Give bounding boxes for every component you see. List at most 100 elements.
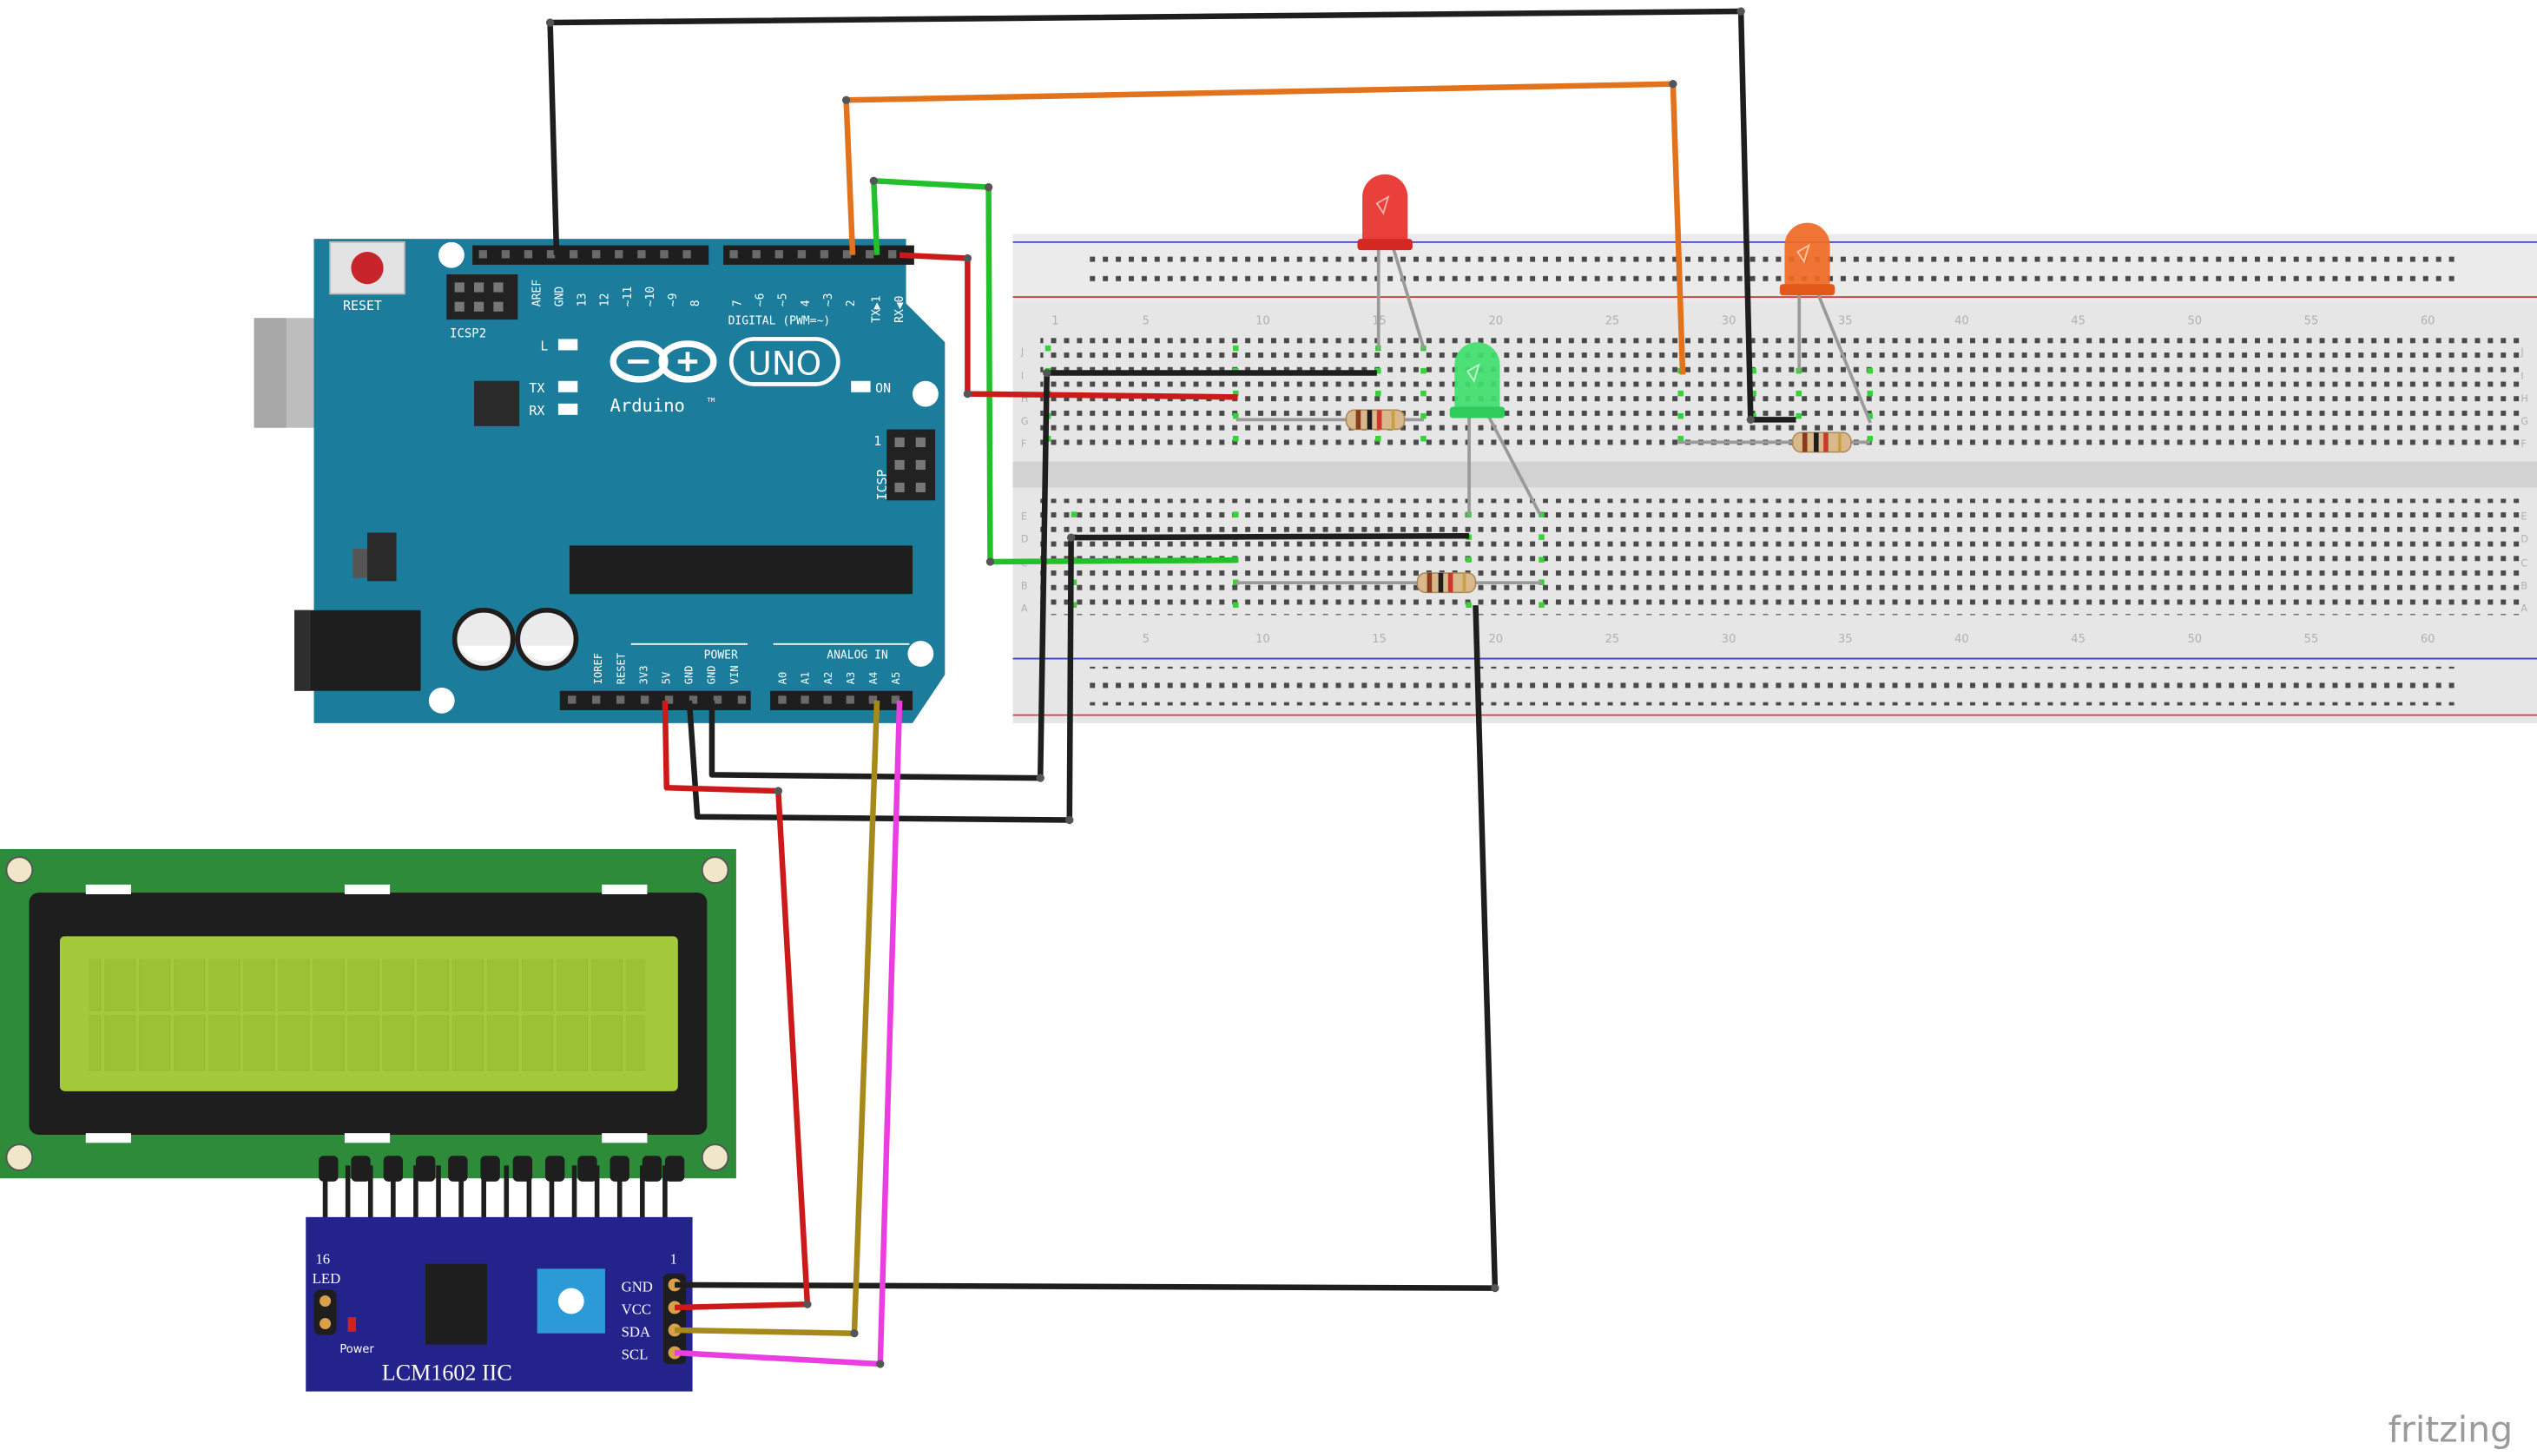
pin-label: A1 [800,672,812,685]
row-letter: H [1021,393,1028,405]
board-led-l-label: L [540,338,548,353]
arduino-uno: RESET ICSP2 1 ICSP L [254,239,946,723]
mount-hole [428,688,455,714]
module-title: LCM1602 IIC [382,1360,512,1386]
pin-label: ~3 [822,293,835,307]
wire-orange-pin2 [843,81,1686,375]
col-num: 40 [1954,315,1969,328]
wire-red-pin0 [899,252,1238,400]
pin-label: GND [683,665,695,684]
power-led-label: Power [339,1343,374,1356]
col-num: 10 [1255,633,1270,646]
resistor-3 [1416,572,1477,594]
pin-label: GND [706,665,718,684]
atmega-chip [569,545,913,595]
col-num: 10 [1255,315,1270,328]
lcd-16x2 [0,848,736,1182]
power-header [559,690,751,711]
arduino-board [313,239,946,723]
trademark: TM [707,396,715,404]
col-num: 30 [1722,315,1736,328]
pin-label: AREF [530,280,544,306]
pin-label: 3V3 [637,665,649,684]
pin-scl-label: SCL [622,1346,649,1362]
col-num: 1 [1051,315,1058,328]
board-led-rx [557,403,578,415]
icsp-label: ICSP [874,470,890,501]
col-num: 20 [1488,633,1503,646]
pin-label: RESET [615,653,627,684]
mount-hole [5,1143,34,1171]
mount-hole [701,1143,729,1171]
breadboard: 1 5 10 15 20 25 30 35 40 45 50 55 60 5 1… [1012,234,2537,723]
pin-label: ~10 [644,287,657,306]
row-letter: I [2521,371,2523,382]
wire-bendpoints [545,7,1755,1368]
pin-label: RX◀0 [893,296,906,323]
resistors [1236,409,1871,594]
col-num: 45 [2071,633,2086,646]
pin-label: ~5 [777,293,790,307]
board-led-on [851,380,871,392]
digital-header-high [722,245,914,265]
col-num: 55 [2304,315,2319,328]
row-letter: D [2521,534,2528,545]
analog-label: ANALOG IN [827,649,888,662]
pin-label: A5 [890,672,902,685]
pin-label: 8 [689,300,702,306]
digital-label: DIGITAL (PWM=~) [728,315,831,328]
dc-jack [294,609,421,691]
uno-badge: UNO [748,344,821,382]
pin-label: 2 [845,300,858,306]
mount-hole [5,856,34,884]
pin-label: A0 [777,672,789,685]
i2c-adapter: 16 1 LED Power GND VCC SDA SCL LCM1602 I… [306,1165,693,1392]
row-letter: J [2520,346,2523,358]
usb-chip [474,380,520,426]
col-num: 25 [1605,633,1620,646]
row-letter: G [1021,416,1029,427]
row-letter: I [1021,371,1024,382]
icsp2-label: ICSP2 [450,327,486,341]
center-channel [1012,461,2537,488]
pin-label: A2 [822,672,834,685]
col-num: 55 [2304,633,2319,646]
pin-label: ~9 [667,293,680,307]
pin-label: GND [553,287,566,307]
led-jumper-label: LED [313,1270,341,1287]
mount-hole [438,241,465,268]
pin-label: 4 [800,300,813,306]
row-letter: F [2521,438,2526,450]
fritzing-watermark: fritzing [2389,1408,2514,1450]
pin-sda-label: SDA [622,1323,651,1340]
row-letter: F [1021,438,1026,450]
row-letter: B [1021,581,1028,592]
analog-header [770,690,913,711]
board-led-tx-label: TX [529,380,544,396]
icsp-pin1-label: 1 [873,433,881,449]
terminal-strip-bottom [1040,498,2526,616]
col-num: 5 [1143,315,1150,328]
board-led-on-label: ON [875,380,891,396]
col-num: 30 [1722,633,1736,646]
mount-hole [701,856,729,884]
row-letter: B [2521,581,2527,592]
pin-label: A3 [845,672,857,685]
pin-vcc-label: VCC [622,1301,651,1317]
col-num: 20 [1488,315,1503,328]
led-orange [1779,222,1872,424]
voltage-regulator [367,532,397,582]
i2c-board [306,1216,693,1392]
terminal-strip-top [1040,333,2526,451]
pin-label: TX▶1 [871,296,884,323]
pin-label: ~11 [622,287,635,306]
pin-label: 12 [599,293,612,307]
reset-button-cap[interactable] [351,252,384,285]
led-green [1449,342,1542,516]
col-num: 15 [1372,633,1387,646]
col-num: 60 [2421,315,2435,328]
pin-gnd-label: GND [622,1278,653,1295]
board-led-l [557,339,578,351]
row-letter: J [1020,346,1024,358]
